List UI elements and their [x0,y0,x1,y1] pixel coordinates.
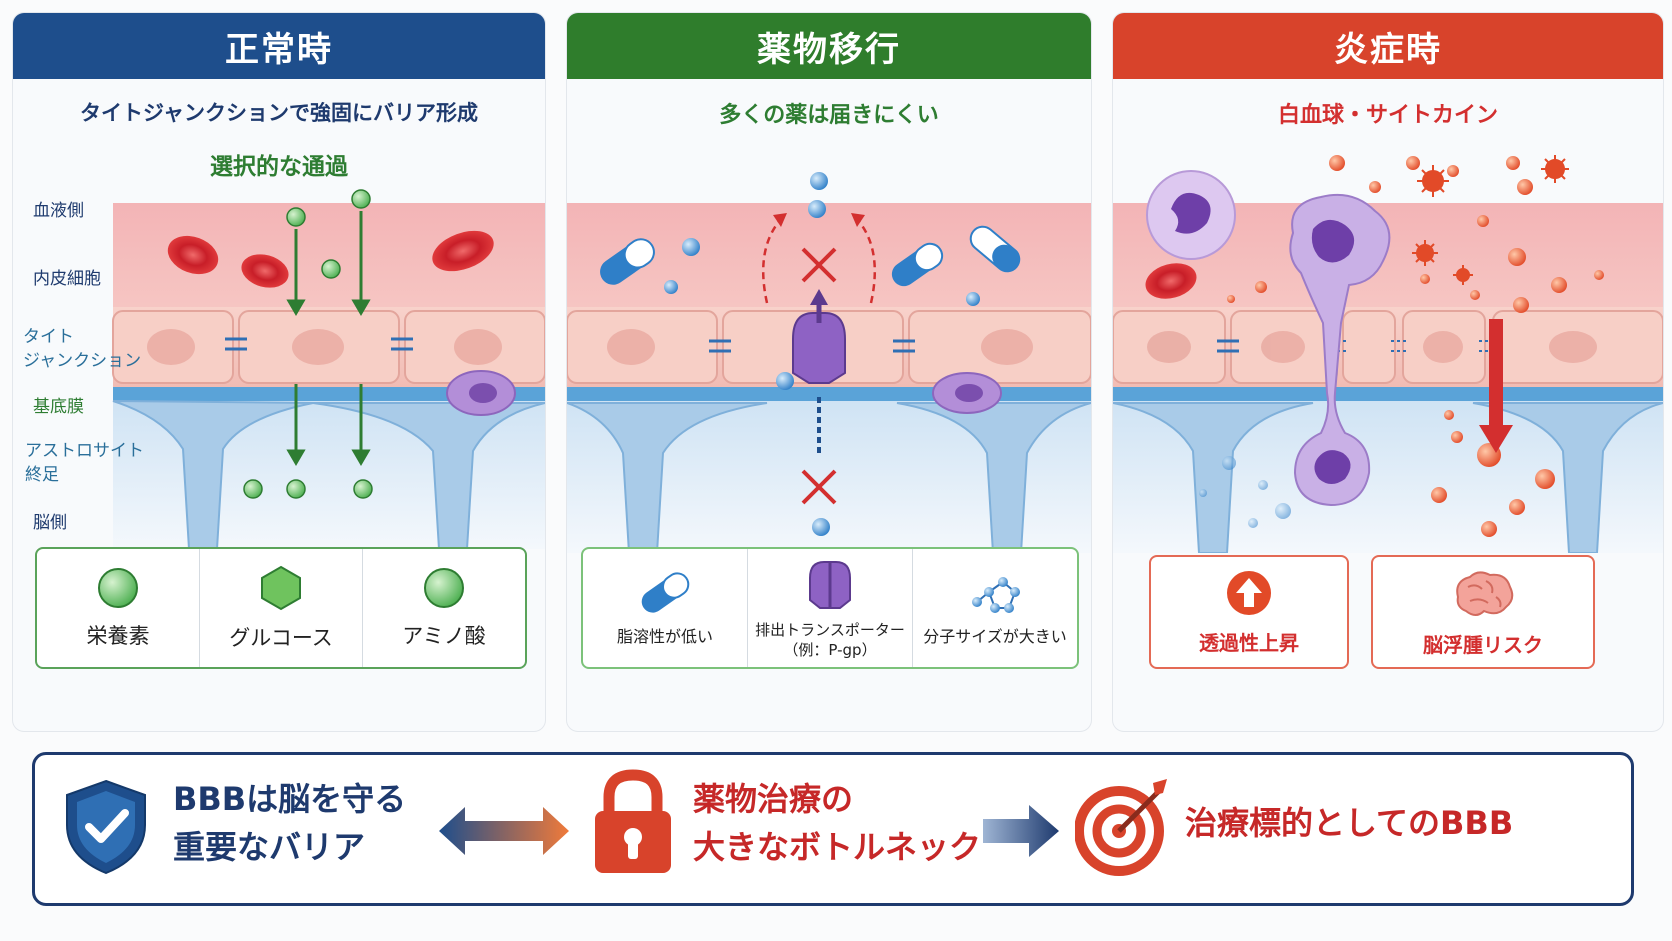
astrocyte-icon [446,370,516,416]
capsule-icon [600,225,1021,287]
item-glucose: グルコース [199,549,362,667]
amino-acid-icon [424,568,464,608]
padlock-icon [595,769,671,873]
panel-subtitle-normal: タイトジャンクションで強固にバリア形成 [80,101,478,125]
panel-drug-transport: 薬物移行 多くの薬は届きにくい [566,12,1092,732]
item-label: 脂溶性が低い [616,627,713,646]
item-nutrient: 栄養素 [37,549,199,667]
capsule-icon [641,572,690,613]
item-large-molecule: 分子サイズが大きい [912,549,1077,667]
efflux-transporter-icon [792,289,846,384]
bbb-normal-diagram [112,189,545,549]
glucose-hexagon-icon [261,565,301,611]
double-arrow-icon [439,807,569,855]
white-blood-cell-icon [1146,170,1236,260]
item-label: 栄養素 [86,624,150,648]
pass-through-arrow-icon [286,211,371,466]
panel-subtitle-drug: 多くの薬は届きにくい [719,103,939,128]
summary-barrier: BBBは脳を守る 重要なバリア [173,780,407,866]
brain-icon [1456,570,1514,616]
nutrient-icon [98,568,138,608]
leak-arrow-icon [1479,319,1513,453]
panel-title-inflammation: 炎症時 [1113,13,1663,79]
panel-normal: 正常時 タイトジャンクションで強固にバリア形成 選択的な通過 [12,12,546,732]
item-label: 排出トランスポーター （例：P-gp） [755,621,905,659]
summary-therapeutic-target: 治療標的としてのBBB [1185,804,1514,842]
label-basement-membrane: 基底膜 [33,397,84,417]
molecule-icon [972,577,1020,613]
label-tight-junction: タイト ジャンクション [23,327,142,371]
bbb-inflammation-diagram [1113,155,1663,553]
panel-subtitle-inflammation: 白血球・サイトカイン [1277,103,1498,128]
transporter-icon [809,561,851,609]
tight-junction-icon [709,339,915,353]
up-arrow-icon [1227,570,1271,615]
card-label: 透過性上昇 [1199,630,1299,655]
item-label: アミノ酸 [402,624,486,648]
red-blood-cell-icon [167,230,494,288]
selective-passage-note: 選択的な通過 [210,154,348,180]
card-label: 脳浮腫リスク [1423,632,1543,657]
permitted-substances-box: 栄養素 グルコース アミノ酸 [35,547,527,669]
item-amino-acid: アミノ酸 [362,549,525,667]
label-brain-side: 脳側 [33,513,67,533]
tight-junction-icon [225,337,413,351]
panel-inflammation: 炎症時 白血球・サイトカイン [1112,12,1664,732]
right-arrow-icon [983,805,1059,857]
brain-edema-risk-card: 脳浮腫リスク [1371,555,1595,669]
item-low-lipophilicity: 脂溶性が低い [583,549,747,667]
migrating-leukocyte-icon [1289,193,1391,507]
item-efflux-transporter: 排出トランスポーター （例：P-gp） [747,549,912,667]
blocked-arrow-icon [761,218,877,304]
panel-title-drug: 薬物移行 [567,13,1091,79]
drug-molecule-icon [664,172,980,536]
summary-bottleneck: 薬物治療の 大きなボトルネック [693,780,982,866]
permeability-increase-card: 透過性上昇 [1149,555,1349,669]
summary-banner: BBBは脳を守る 重要なバリア 薬物治療の 大きなボトルネック 治療標的としての… [32,752,1634,906]
item-label: 分子サイズが大きい [923,627,1067,646]
shield-check-icon [66,779,146,875]
label-blood-side: 血液側 [33,201,84,221]
item-label: グルコース [229,626,333,650]
bbb-drug-diagram [567,172,1091,553]
block-x-icon [801,247,837,505]
obstacle-factors-box: 脂溶性が低い 排出トランスポーター （例：P-gp） 分子サイズが大きい [581,547,1079,669]
panel-title-normal: 正常時 [13,13,545,79]
target-icon [1075,779,1167,876]
nutrient-ball-icon [243,189,373,499]
spiky-cytokine-icon [1412,155,1569,285]
label-endothelial-cell: 内皮細胞 [33,269,101,289]
label-astrocyte-endfoot: アストロサイト 終足 [25,441,144,485]
